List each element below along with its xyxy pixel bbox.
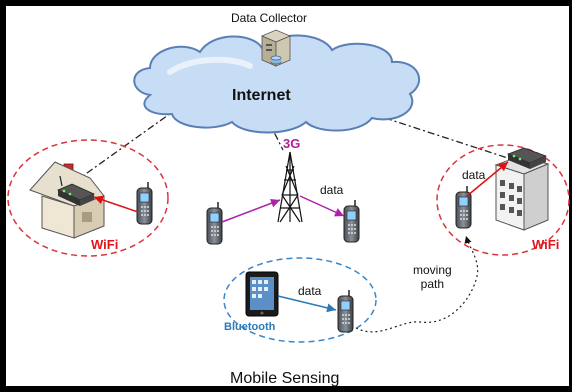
bluetooth-coverage <box>223 257 377 343</box>
cloud-icon <box>133 34 421 134</box>
arrow-tablet-to-phone <box>277 295 337 313</box>
office-building-icon <box>494 155 550 231</box>
diagram-title: Mobile Sensing <box>230 370 340 387</box>
data-collector-label: Data Collector <box>231 11 308 25</box>
arrow-phone-to-building-router <box>466 161 509 197</box>
wifi-label-left: WiFi <box>91 237 119 252</box>
arrow-phone-to-house-router <box>93 195 139 213</box>
bluetooth-label: Bluetooth <box>224 321 276 333</box>
cell-phone-icon <box>136 182 153 225</box>
wifi-coverage-right <box>436 144 570 256</box>
data-label-bluetooth: data <box>298 284 322 298</box>
link-right-building <box>384 117 521 163</box>
link-left-house <box>79 107 179 179</box>
data-label-wifi: data <box>462 168 486 182</box>
arrow-tower-to-phone <box>299 195 345 217</box>
wifi-coverage-left <box>7 139 169 257</box>
cell-tower-icon <box>277 151 303 223</box>
tablet-icon <box>245 271 279 317</box>
cell-phone-icon <box>455 186 472 229</box>
wifi-label-right: WiFi <box>532 237 560 252</box>
moving-path-label: moving path <box>413 263 452 291</box>
wifi-router-icon <box>506 147 548 169</box>
three-g-label: 3G <box>283 136 301 151</box>
data-label-3g: data <box>320 183 344 197</box>
arrow-phone-to-tower <box>221 198 281 223</box>
server-icon <box>260 29 292 67</box>
cell-phone-icon <box>343 200 360 243</box>
wifi-router-icon <box>57 175 95 206</box>
cell-phone-icon <box>337 290 354 333</box>
cell-phone-icon <box>206 202 223 245</box>
internet-label: Internet <box>232 87 291 104</box>
